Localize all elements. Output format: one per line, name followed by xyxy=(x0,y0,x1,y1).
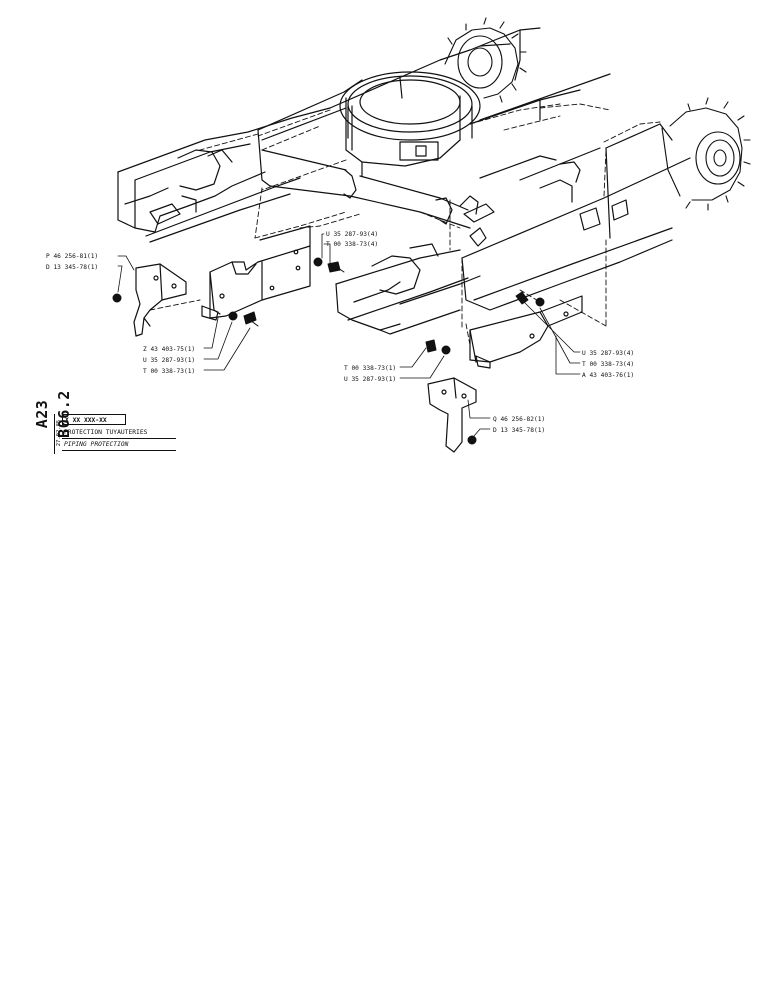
bolt-set-right-upper xyxy=(515,291,545,307)
bolt-set-left-lower xyxy=(228,311,259,327)
title-french: PROTECTION TUYAUTERIES xyxy=(62,427,176,439)
label-t00338-73-4-left: T 00 338-73(4) xyxy=(326,241,378,248)
guard-a43403-76 xyxy=(469,295,583,369)
label-u35287-93-1-right: U 35 287-93(1) xyxy=(344,376,396,383)
bolt-set-right-lower xyxy=(425,339,451,355)
bracket-p46256-81 xyxy=(133,263,187,337)
label-q46256-82: Q 46 256-82(1) xyxy=(493,416,545,423)
label-t00338-73-4-right: T 00 338-73(4) xyxy=(582,361,634,368)
date-column: 27.02.85 xyxy=(54,414,63,454)
section-code-box: A23 B06.2 xyxy=(31,374,73,454)
section-code: A23 B06.2 xyxy=(33,390,73,438)
nut-d13345-78-right xyxy=(467,435,477,445)
label-p46256-81: P 46 256-81(1) xyxy=(46,253,98,260)
label-d13345-78-right: D 13 345-78(1) xyxy=(493,427,545,434)
label-z43403-75: Z 43 403-75(1) xyxy=(143,346,195,353)
bracket-q46256-82 xyxy=(427,377,477,453)
label-t00338-73-1-left: T 00 338-73(1) xyxy=(143,368,195,375)
label-a43403-76: A 43 403-76(1) xyxy=(582,372,634,379)
nut-d13345-78-left xyxy=(112,293,122,303)
title-english: PIPING PROTECTION xyxy=(62,439,176,451)
bolt-set-left-upper xyxy=(313,257,345,273)
undercarriage-frame xyxy=(117,17,751,335)
label-u35287-93-4-left: U 35 287-93(4) xyxy=(326,231,378,238)
guard-z43403-75 xyxy=(201,225,311,321)
title-block: X XX XXX-XX PROTECTION TUYAUTERIES PIPIN… xyxy=(62,414,176,454)
label-u35287-93-4-right: U 35 287-93(4) xyxy=(582,350,634,357)
label-t00338-73-1-right: T 00 338-73(1) xyxy=(344,365,396,372)
label-u35287-93-1-left: U 35 287-93(1) xyxy=(143,357,195,364)
reference-number: X XX XXX-XX xyxy=(62,414,126,425)
label-d13345-78-left: D 13 345-78(1) xyxy=(46,264,98,271)
